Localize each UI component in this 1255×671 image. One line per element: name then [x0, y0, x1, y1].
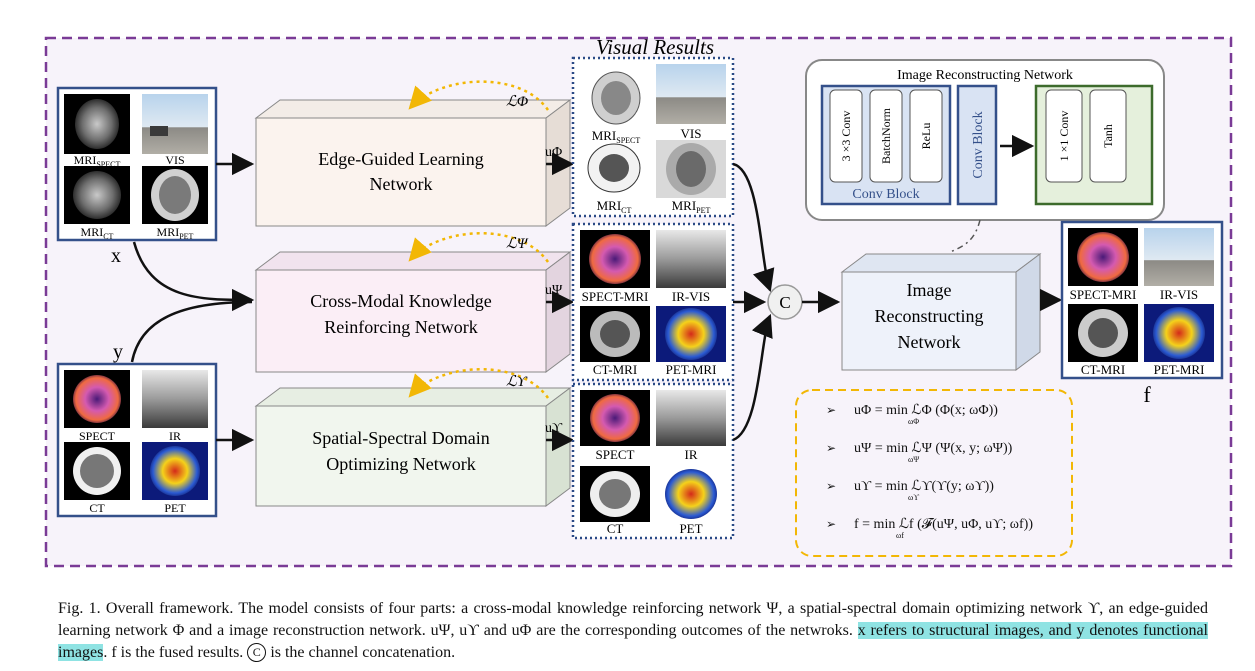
fused-label-2: IR-VIS: [1160, 287, 1198, 302]
layer-tanh: [1089, 89, 1127, 183]
equation-3: ➢uϒ = min ℒϒ(ϒ(y; ωϒ))ωϒ: [826, 479, 994, 502]
visual-results-title: Visual Results: [596, 35, 714, 59]
bullet-arrow-icon: ➢: [826, 479, 837, 493]
fused-label-3: CT-MRI: [1081, 362, 1125, 377]
figure-caption: Fig. 1. Overall framework. The model con…: [58, 598, 1208, 664]
cross-network-label-2: Reinforcing Network: [324, 317, 477, 337]
loss-phi-label: ℒΦ: [506, 94, 529, 110]
layer-batchnorm-label: BatchNorm: [879, 107, 893, 164]
equation-box: [795, 389, 1073, 557]
input-x-label-2: VIS: [165, 153, 184, 167]
ups-to-concat: [732, 313, 773, 442]
recon-label-1: Image: [907, 280, 952, 300]
conv-block-vertical-label: Conv Block: [971, 111, 986, 178]
loss-psi-label: ℒΨ: [506, 236, 529, 252]
layer-tanh-label: Tanh: [1101, 124, 1115, 148]
input-x-label-4: MRIPET: [157, 225, 194, 241]
edge-network-label-1: Edge-Guided Learning: [318, 149, 483, 169]
result-phi-label-1: MRISPECT: [592, 128, 641, 145]
fused-var: f: [1143, 382, 1151, 407]
equation-4: ➢f = min ℒf (𝓕(uΨ, uΦ, uϒ; ωf))ωf: [826, 517, 1034, 540]
edge-guided-network-block: Edge-Guided Learning Network: [254, 99, 572, 227]
result-ups-label-4: PET: [679, 521, 702, 536]
spatial-network-label-1: Spatial-Spectral Domain: [312, 428, 489, 448]
input-y-label-3: CT: [89, 501, 105, 515]
results-psi-panel: SPECT-MRI IR-VIS CT-MRI PET-MRI: [571, 222, 735, 382]
pet-image: [150, 446, 200, 496]
result-psi-label-1: SPECT-MRI: [582, 289, 649, 304]
result-phi-label-2: VIS: [681, 126, 702, 141]
fused-label-4: PET-MRI: [1154, 362, 1205, 377]
input-y-label-1: SPECT: [79, 429, 116, 443]
results-phi-panel: MRISPECT VIS MRICT MRIPET: [571, 56, 735, 218]
ir-image: [142, 370, 208, 428]
equation-1: ➢uΦ = min ℒΦ (Φ(x; ωΦ))ωΦ: [826, 403, 998, 426]
equation-list: ➢uΦ = min ℒΦ (Φ(x; ωΦ))ωΦ ➢uΨ = min ℒΨ (…: [796, 390, 1072, 556]
circled-c-icon: C: [247, 643, 267, 662]
spatial-spectral-network-block: Spatial-Spectral Domain Optimizing Netwo…: [254, 387, 572, 507]
cross-modal-network-block: Cross-Modal Knowledge Reinforcing Networ…: [254, 251, 572, 373]
spatial-network-label-2: Optimizing Network: [326, 454, 475, 474]
caption-part-1: Fig. 1. Overall framework. The model con…: [58, 600, 1208, 639]
layer-relu-label: ReLu: [919, 123, 933, 150]
layer-3x3-conv: [829, 89, 863, 183]
result-phi-label-3: MRICT: [597, 198, 632, 215]
bullet-arrow-icon: ➢: [826, 517, 837, 531]
mri-brain-image: [75, 99, 119, 149]
fused-output-panel: SPECT-MRI IR-VIS CT-MRI PET-MRI: [1060, 220, 1224, 380]
phi-to-concat: [732, 162, 775, 293]
conv-block-label: Conv Block: [852, 187, 919, 202]
result-ups-label-2: IR: [685, 447, 698, 462]
x-to-cross-arrow: [132, 241, 255, 312]
bullet-arrow-icon: ➢: [826, 441, 837, 455]
recon-label-3: Network: [898, 332, 961, 352]
conv-block-vertical: [956, 84, 998, 206]
caption-part-3: is the channel concatenation.: [266, 644, 456, 661]
framework-diagram: Visual Results MRISPECT VIS MRICT MRIPET…: [44, 35, 1233, 568]
result-phi-label-4: MRIPET: [672, 198, 711, 215]
spect-image: [73, 375, 121, 423]
results-ups-panel: SPECT IR CT PET: [571, 382, 735, 540]
vis-car-image: [150, 126, 168, 136]
cross-network-label-1: Cross-Modal Knowledge: [310, 291, 491, 311]
input-x-panel: MRISPECT VIS MRICT MRIPET: [56, 86, 218, 242]
input-x-var: x: [111, 245, 121, 267]
layer-relu: [909, 89, 943, 183]
input-x-label-1: MRISPECT: [74, 153, 121, 169]
u-ups-label: uϒ: [545, 421, 563, 436]
input-y-panel: SPECT IR CT PET: [56, 362, 218, 518]
layer-batchnorm: [869, 89, 903, 183]
result-psi-label-3: CT-MRI: [593, 362, 637, 377]
loss-ups-label: ℒϒ: [506, 374, 528, 390]
detail-to-recon-link: [949, 219, 981, 253]
input-y-label-4: PET: [164, 501, 186, 515]
caption-part-2: . f is the fused results.: [103, 644, 248, 661]
fused-label-1: SPECT-MRI: [1070, 287, 1137, 302]
equation-2: ➢uΨ = min ℒΨ (Ψ(x, y; ωΨ))ωΨ: [826, 441, 1013, 464]
mri-ct-image: [73, 171, 121, 219]
y-to-cross-arrow: [130, 300, 253, 363]
recon-detail-panel: Image Reconstructing Network 3 ×3 Conv B…: [805, 59, 1165, 221]
layer-1x1-conv: [1045, 89, 1083, 183]
concat-label: C: [779, 293, 790, 312]
u-psi-label: uΨ: [545, 283, 563, 298]
u-phi-label: uΦ: [545, 145, 562, 160]
result-psi-label-4: PET-MRI: [666, 362, 717, 377]
input-y-label-2: IR: [169, 429, 181, 443]
result-psi-label-2: IR-VIS: [672, 289, 710, 304]
edge-network-label-2: Network: [370, 174, 433, 194]
recon-network-block: Image Reconstructing Network: [840, 253, 1042, 371]
input-y-var: y: [113, 341, 123, 363]
result-ups-label-1: SPECT: [595, 447, 634, 462]
layer-3x3-conv-label: 3 ×3 Conv: [839, 111, 853, 162]
bullet-arrow-icon: ➢: [826, 403, 837, 417]
recon-label-2: Reconstructing: [875, 306, 984, 326]
input-x-label-3: MRICT: [81, 225, 114, 241]
result-ups-label-3: CT: [607, 521, 624, 536]
recon-panel-title: Image Reconstructing Network: [897, 68, 1073, 83]
layer-1x1-conv-label: 1 ×1 Conv: [1057, 111, 1071, 162]
